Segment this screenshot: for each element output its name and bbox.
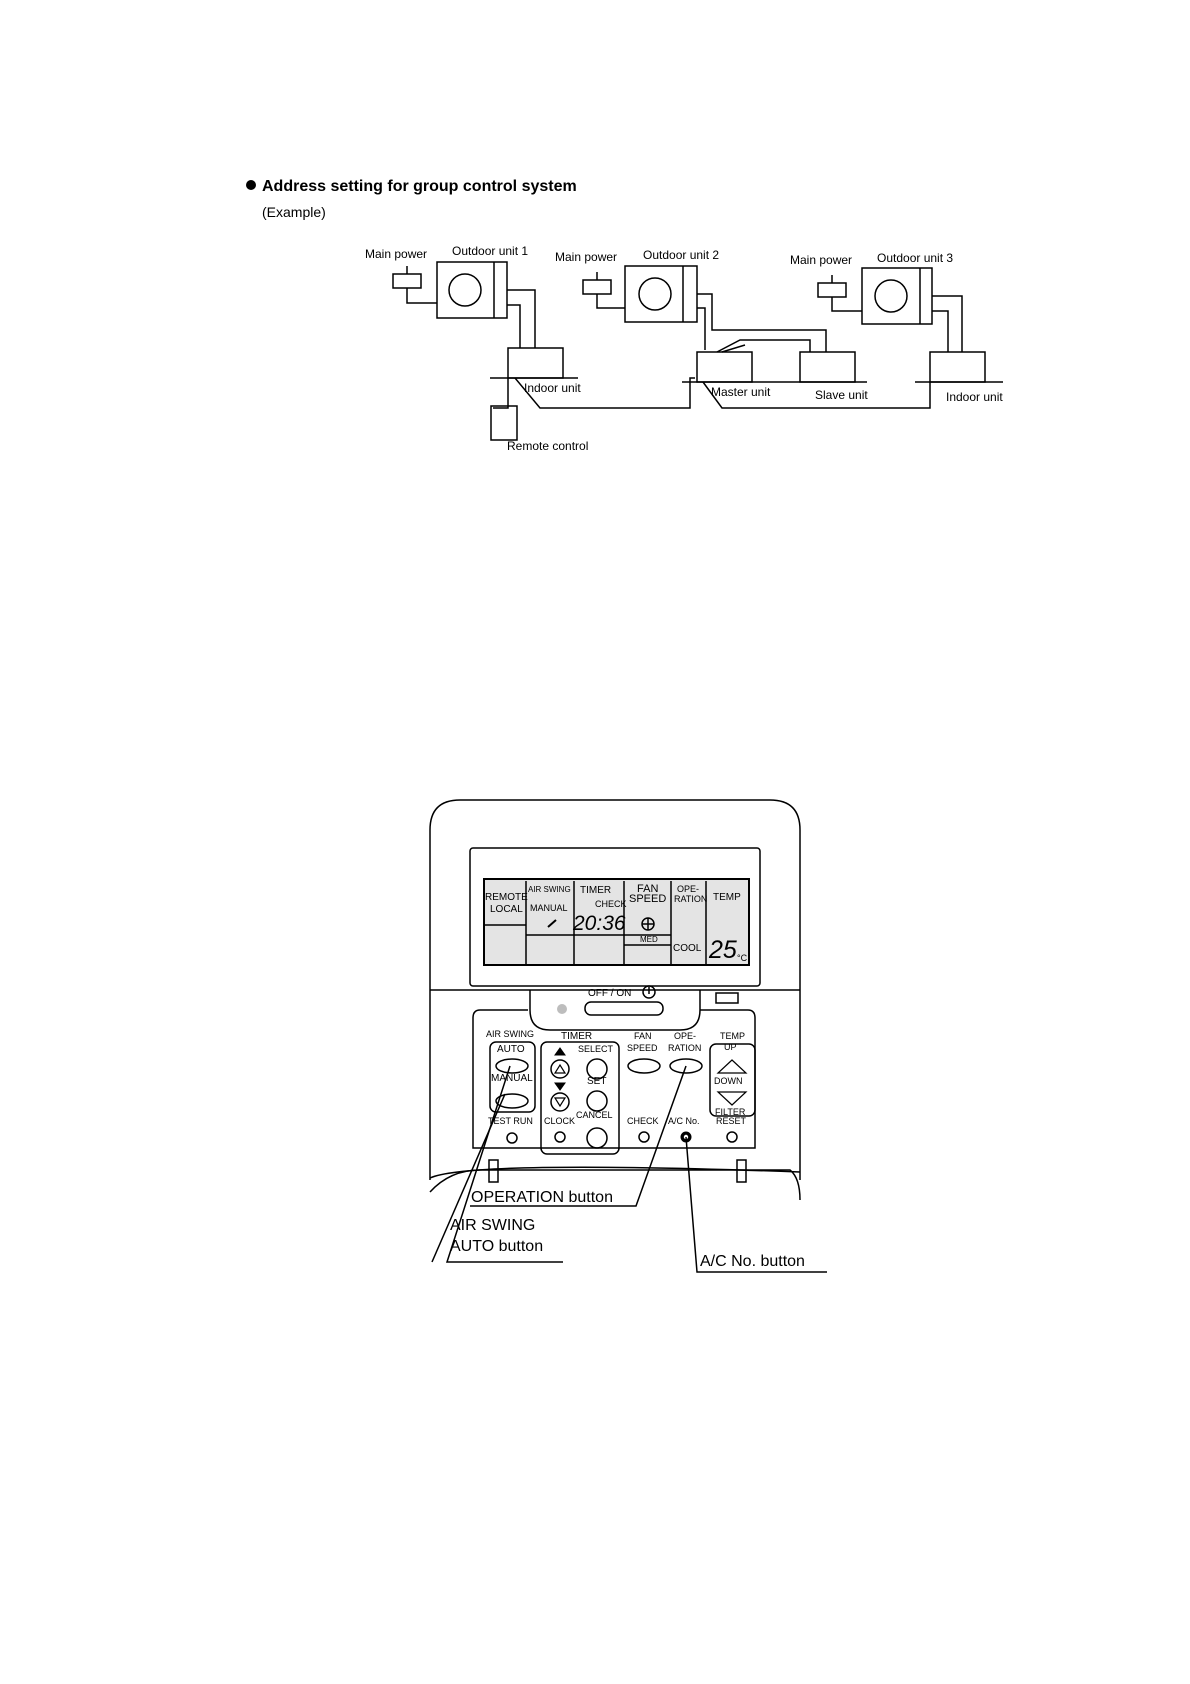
fan-icon [874,279,908,313]
ac-no-leader [685,1136,827,1273]
air-swing-group [489,1041,536,1113]
power-wire-1b [406,288,437,304]
fan-icon [638,277,672,311]
lcd-speed: SPEED [629,893,666,905]
remote-control-box [490,405,518,441]
timer-select-button[interactable] [586,1058,608,1080]
heading-text: Address setting for group control system [262,178,577,195]
lcd-manual: MANUAL [530,903,568,913]
lcd-time: 20:36 [572,912,626,935]
hinge-right [736,1159,747,1183]
fan-label: FAN [634,1031,652,1041]
fan-icon [448,273,482,307]
timer-up-inner-icon [553,1063,567,1074]
auto-label: AUTO [497,1044,525,1055]
clock-button[interactable] [554,1131,566,1143]
cancel-label: CANCEL [576,1110,613,1120]
operation-leader [470,1065,687,1207]
power-icon [642,985,656,999]
main-power-label-2: Main power [555,250,617,264]
indoor-unit-1-label: Indoor unit [524,381,581,395]
timer-cancel-button[interactable] [586,1127,608,1149]
temp-group [709,1043,756,1117]
air-swing-auto-button[interactable] [495,1058,529,1074]
lcd-check: CHECK [595,899,627,909]
reset-label: RESET [716,1116,747,1126]
main-power-label-1: Main power [365,247,427,261]
air-swing-callout-2: AUTO button [450,1238,543,1255]
air-swing-label: AIR SWING [486,1029,534,1039]
speed-label: SPEED [627,1043,658,1053]
air-swing-callout-1: AIR SWING [450,1217,535,1234]
check-button[interactable] [638,1131,650,1143]
lcd-ope: OPE- [677,884,699,894]
lcd-med: MED [640,935,658,944]
temp-up-icon[interactable] [716,1059,748,1074]
lcd-cool: COOL [673,943,702,954]
test-run-button[interactable] [506,1132,518,1144]
timer-down-button[interactable] [550,1092,570,1112]
hinge-left [488,1159,499,1183]
down-label: DOWN [714,1076,743,1086]
timer-up-arrow-icon [554,1047,566,1056]
outdoor-unit-1-label: Outdoor unit 1 [452,244,528,258]
temp-label: TEMP [720,1031,745,1041]
lcd-screen [483,878,750,966]
off-on-button[interactable] [584,1001,664,1016]
main-power-label-3: Main power [790,253,852,267]
master-unit-label: Master unit [711,385,771,399]
ope-label: OPE- [674,1031,696,1041]
set-label: SET [587,1076,606,1087]
controller-body [429,799,801,1180]
indicator-lamp [557,1004,567,1014]
temp-down-icon[interactable] [716,1091,748,1106]
air-swing-leader-2 [431,1093,506,1263]
example-label: (Example) [262,204,326,220]
ac-no-label: A/C No. [668,1116,700,1126]
latch [715,992,739,1004]
lcd-bezel [469,847,761,987]
clock-label: CLOCK [544,1116,575,1126]
lcd-air-swing: AIR SWING [528,885,571,894]
filter-reset-button[interactable] [726,1131,738,1143]
remote-control-label: Remote control [507,439,588,453]
timer-down-inner-icon [553,1097,567,1108]
air-swing-manual-button[interactable] [495,1093,529,1109]
outdoor-unit-2-label: Outdoor unit 2 [643,248,719,262]
outdoor-unit-3-label: Outdoor unit 3 [877,251,953,265]
lcd-fan: FAN [637,883,658,895]
timer-down-arrow-icon [554,1082,566,1091]
fan-speed-button[interactable] [627,1058,661,1074]
slave-unit-label: Slave unit [815,388,868,402]
up-label: UP [724,1042,737,1052]
check-label: CHECK [627,1116,659,1126]
filter-label: FILTER [715,1107,746,1117]
operation-button[interactable] [669,1058,703,1074]
select-label: SELECT [578,1044,614,1054]
timer-set-button[interactable] [586,1090,608,1112]
ration-label: RATION [668,1043,701,1053]
swing-indicator [547,919,557,928]
test-run-label: TEST RUN [488,1116,533,1126]
section-heading: Address setting for group control system [246,178,577,196]
lcd-timer: TIMER [580,885,611,896]
indoor-unit-3-label: Indoor unit [946,390,1003,404]
lcd-local: LOCAL [490,904,523,915]
operation-button-callout: OPERATION button [471,1189,613,1206]
lcd-ration: RATION [674,894,707,904]
button-panel [472,1009,756,1149]
off-on-label: OFF / ON [588,988,631,999]
timer-label: TIMER [561,1031,592,1042]
manual-label: MANUAL [491,1073,533,1084]
timer-group [540,1041,620,1155]
lcd-remote: REMOTE [485,892,528,903]
bullet-icon [246,180,256,190]
lcd-temp-value: 25 [708,936,737,964]
lcd-temp-unit: °C [737,953,748,963]
lcd-temp: TEMP [713,892,741,903]
ac-no-button-callout: A/C No. button [700,1253,805,1270]
timer-up-button[interactable] [550,1059,570,1079]
